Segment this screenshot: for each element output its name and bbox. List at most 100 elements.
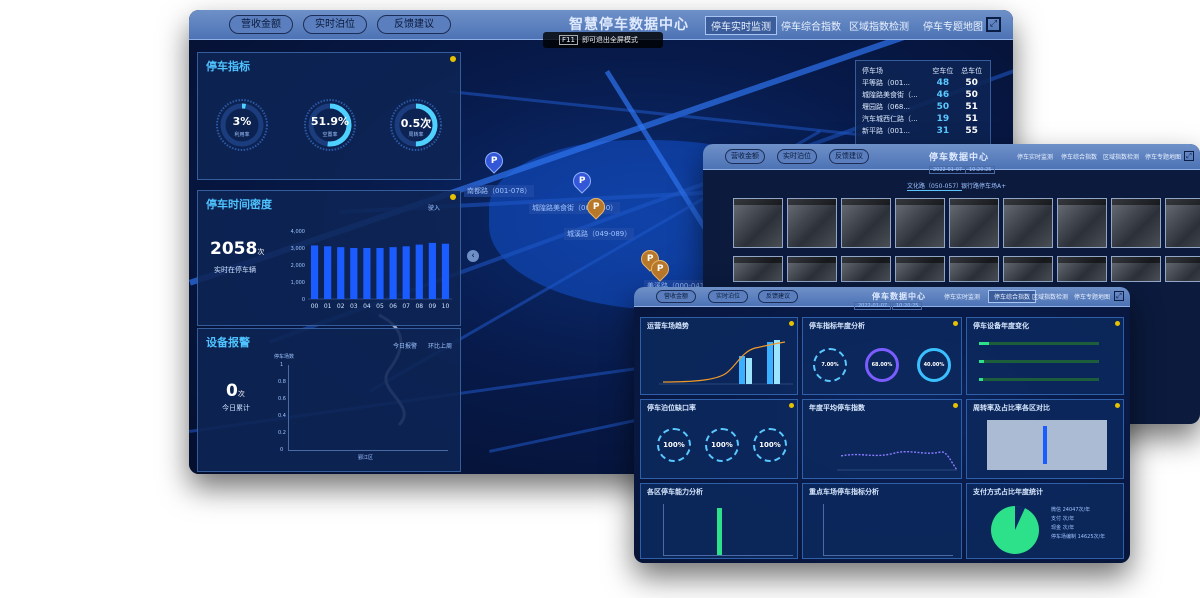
camera-thumbnail[interactable] xyxy=(841,256,891,282)
lot-total: 50 xyxy=(965,78,978,88)
density-bar[interactable] xyxy=(441,243,450,299)
tab-region-index[interactable]: 区域指数检测 xyxy=(1103,154,1140,161)
feedback-button[interactable]: 反馈建议 xyxy=(758,290,798,303)
tab-composite-index[interactable]: 停车综合指数 xyxy=(781,22,841,33)
tab-topic-map[interactable]: 停车专题地图 xyxy=(1074,294,1111,301)
sub-tab[interactable]: 文化路（050-057） xyxy=(907,183,963,191)
x-tick-label: 01 xyxy=(324,303,332,310)
capacity-panel: 各区停车能力分析 xyxy=(640,483,798,559)
feedback-button[interactable]: 反馈建议 xyxy=(377,15,451,34)
info-dot-icon[interactable] xyxy=(953,321,958,326)
ring-value: 100% xyxy=(711,441,733,449)
camera-thumbnail[interactable] xyxy=(1057,198,1107,248)
camera-thumbnail[interactable] xyxy=(787,198,837,248)
realtime-berth-button[interactable]: 实时泊位 xyxy=(777,149,817,164)
density-bar[interactable] xyxy=(310,245,319,299)
sub-tab[interactable]: 银行路停车场A+ xyxy=(961,183,1007,190)
camera-thumbnail[interactable] xyxy=(949,256,999,282)
tab-realtime-monitor[interactable]: 停车实时监测 xyxy=(944,294,981,301)
analytics-header: 营收金额 实时泊位 反馈建议 停车数据中心 停车实时监测 停车综合指数 区域指数… xyxy=(634,287,1130,307)
camera-thumbnail[interactable] xyxy=(787,256,837,282)
panel-title: 停车指标 xyxy=(206,60,250,73)
x-tick-label: 03 xyxy=(350,303,358,310)
camera-thumbnail[interactable] xyxy=(895,256,945,282)
camera-thumbnail[interactable] xyxy=(1165,198,1200,248)
density-bar[interactable] xyxy=(428,242,436,299)
alarm-caption: 今日累计 xyxy=(222,404,250,412)
info-dot-icon[interactable] xyxy=(1115,321,1120,326)
tab-region-index[interactable]: 区域指数检测 xyxy=(849,22,909,33)
realtime-berth-button[interactable]: 实时泊位 xyxy=(303,15,367,34)
camera-thumbnail[interactable] xyxy=(895,198,945,248)
revenue-button[interactable]: 营收金额 xyxy=(656,290,696,303)
fullscreen-icon[interactable]: ⤢ xyxy=(1184,151,1194,161)
lot-name: 新平路（001... xyxy=(862,127,911,135)
tab-region-index[interactable]: 区域指数检测 xyxy=(1032,294,1069,301)
x-tick-label: 02 xyxy=(337,303,345,310)
camera-thumbnail[interactable] xyxy=(841,198,891,248)
tab-realtime-monitor[interactable]: 停车实时监测 xyxy=(705,16,777,35)
tab-composite-index[interactable]: 停车综合指数 xyxy=(988,290,1037,303)
camera-thumbnail[interactable] xyxy=(1057,256,1107,282)
key-lots-axis xyxy=(823,504,953,556)
tab-topic-map[interactable]: 停车专题地图 xyxy=(923,22,983,33)
y-tick-label: 3,000 xyxy=(291,246,305,252)
analysis-panel: 停车指标年度分析 7.00% 68.00% 40.00% xyxy=(802,317,962,395)
tab-composite-index[interactable]: 停车综合指数 xyxy=(1061,154,1098,161)
density-bar[interactable] xyxy=(376,248,384,299)
info-dot-icon[interactable] xyxy=(953,403,958,408)
camera-thumbnail[interactable] xyxy=(1003,198,1053,248)
revenue-button[interactable]: 营收金额 xyxy=(229,15,293,34)
parking-pin-icon[interactable]: P xyxy=(481,148,507,174)
density-bar[interactable] xyxy=(337,247,345,299)
info-dot-icon[interactable] xyxy=(789,321,794,326)
panel-title: 停车设备年度变化 xyxy=(973,322,1029,330)
fullscreen-icon[interactable]: ⤢ xyxy=(1114,291,1124,301)
lot-total: 51 xyxy=(965,114,978,124)
camera-thumbnail[interactable] xyxy=(733,256,783,282)
panel-title: 停车指标年度分析 xyxy=(809,322,865,330)
info-dot-icon[interactable] xyxy=(450,194,456,200)
density-count-value: 2058 xyxy=(210,239,258,259)
density-bar[interactable] xyxy=(363,248,371,299)
camera-thumbnail[interactable] xyxy=(1165,256,1200,282)
density-bar[interactable] xyxy=(402,246,410,299)
panel-title: 支付方式占比年度统计 xyxy=(973,488,1043,496)
camera-thumbnail[interactable] xyxy=(1111,198,1161,248)
legend-week-compare: 环比上周 xyxy=(428,343,453,350)
map-label[interactable]: 南都路（001-078） xyxy=(464,185,535,197)
revenue-button[interactable]: 营收金额 xyxy=(725,149,765,164)
info-dot-icon[interactable] xyxy=(450,56,456,62)
tab-realtime-monitor[interactable]: 停车实时监测 xyxy=(1017,154,1054,161)
info-dot-icon[interactable] xyxy=(1115,403,1120,408)
density-bar[interactable] xyxy=(415,244,423,299)
panel-title: 年度平均停车指数 xyxy=(809,404,865,412)
density-bar[interactable] xyxy=(389,247,397,299)
camera-thumbnail[interactable] xyxy=(949,198,999,248)
density-bar[interactable] xyxy=(324,246,332,299)
device-progress xyxy=(979,342,1099,345)
payment-panel: 支付方式占比年度统计 微信 24047次/年 支付 次/年 现金 次/年 停车场… xyxy=(966,483,1124,559)
tab-topic-map[interactable]: 停车专题地图 xyxy=(1145,154,1182,161)
density-bar[interactable] xyxy=(350,248,358,299)
camera-thumbnail[interactable] xyxy=(1111,256,1161,282)
fullscreen-icon[interactable]: ⤢ xyxy=(986,17,1001,32)
realtime-berth-button[interactable]: 实时泊位 xyxy=(708,290,748,303)
camera-thumbnail[interactable] xyxy=(1003,256,1053,282)
map-label[interactable]: 城隍路美食街（003-050） xyxy=(529,202,621,214)
camera-thumbnail[interactable] xyxy=(733,198,783,248)
lot-name: 汽车城西仁路（... xyxy=(862,115,918,123)
analysis-ring: 7.00% xyxy=(813,348,847,382)
info-dot-icon[interactable] xyxy=(789,403,794,408)
lot-total: 55 xyxy=(965,126,978,136)
map-prev-arrow-icon[interactable]: ‹ xyxy=(467,250,479,262)
map-label[interactable]: 城溪路（049-089） xyxy=(564,228,635,240)
feedback-button[interactable]: 反馈建议 xyxy=(829,149,869,164)
